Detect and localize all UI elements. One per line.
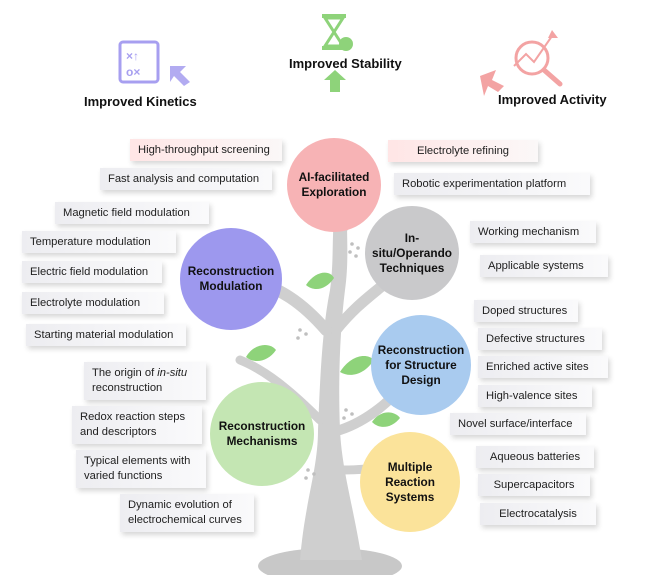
improved-kinetics-title: Improved Kinetics (84, 94, 197, 109)
leaf-4 (372, 412, 400, 427)
svg-text:o×: o× (126, 65, 140, 79)
kinetics-arrow-icon (170, 66, 190, 86)
label-high-valence: High-valence sites (478, 385, 592, 407)
label-electrolyte-modulation: Electrolyte modulation (22, 292, 164, 314)
label-origin-reconstruction: The origin of in-situ reconstruction (84, 362, 206, 400)
dots-1 (296, 242, 360, 480)
circle-recon-design-label: Reconstruction for Structure Design (377, 342, 465, 387)
activity-arrow-icon (480, 70, 504, 96)
label-novel-surface: Novel surface/interface (450, 413, 586, 435)
circle-reconstruction-design: Reconstruction for Structure Design (371, 315, 471, 415)
label-defective: Defective structures (478, 328, 602, 350)
circle-multiple-reaction: Multiple Reaction Systems (360, 432, 460, 532)
label-fast-analysis: Fast analysis and computation (100, 168, 272, 190)
circle-reconstruction-mechanisms: Reconstruction Mechanisms (210, 382, 314, 486)
label-temperature: Temperature modulation (22, 231, 176, 253)
circle-recon-mod-label: Reconstruction Modulation (187, 264, 275, 293)
kinetics-icon: ×↑ o× (118, 40, 160, 84)
circle-reconstruction-modulation: Reconstruction Modulation (180, 228, 282, 330)
leaf-2 (246, 344, 276, 362)
circle-recon-mech-label: Reconstruction Mechanisms (218, 419, 306, 448)
label-redox-steps: Redox reaction steps and descriptors (72, 406, 202, 444)
branch-left-lower (235, 355, 325, 425)
label-electrolyte-refining: Electrolyte refining (388, 140, 538, 162)
circle-ai-facilitated: AI-facilitated Exploration (287, 138, 381, 232)
circle-multi-label: Multiple Reaction Systems (385, 459, 435, 504)
activity-icon (513, 30, 563, 87)
label-enriched: Enriched active sites (478, 356, 608, 378)
label-magnetic-field: Magnetic field modulation (55, 202, 209, 224)
label-working-mechanism: Working mechanism (470, 221, 596, 243)
label-electric-field: Electric field modulation (22, 261, 162, 283)
tree-pot (258, 548, 402, 575)
label-dynamic-evolution: Dynamic evolution of electrochemical cur… (120, 494, 254, 532)
tree-trunk (300, 195, 362, 560)
leaf-3 (340, 356, 374, 375)
improved-stability-title: Improved Stability (289, 56, 402, 71)
circle-insitu-label: In-situ/Operando Techniques (372, 230, 452, 275)
label-aqueous-batteries: Aqueous batteries (476, 446, 594, 468)
label-electrocatalysis: Electrocatalysis (480, 503, 596, 525)
label-typical-elements: Typical elements with varied functions (76, 450, 206, 488)
circle-insitu: In-situ/Operando Techniques (365, 206, 459, 300)
origin-post: reconstruction (92, 382, 163, 394)
origin-em: in-situ (157, 367, 188, 379)
svg-text:×↑: ×↑ (126, 49, 139, 63)
origin-pre: The origin of (92, 367, 158, 379)
label-robotic-platform: Robotic experimentation platform (394, 173, 590, 195)
label-applicable-systems: Applicable systems (480, 255, 608, 277)
label-supercapacitors: Supercapacitors (478, 474, 590, 496)
stability-arrow-icon (324, 70, 346, 92)
hourglass-icon (322, 14, 353, 51)
improved-activity-title: Improved Activity (498, 92, 607, 107)
label-high-throughput: High-throughput screening (130, 139, 282, 161)
leaf-1 (306, 272, 334, 290)
label-doped: Doped structures (474, 300, 578, 322)
circle-ai-label: AI-facilitated Exploration (298, 170, 370, 199)
label-starting-material: Starting material modulation (26, 324, 186, 346)
